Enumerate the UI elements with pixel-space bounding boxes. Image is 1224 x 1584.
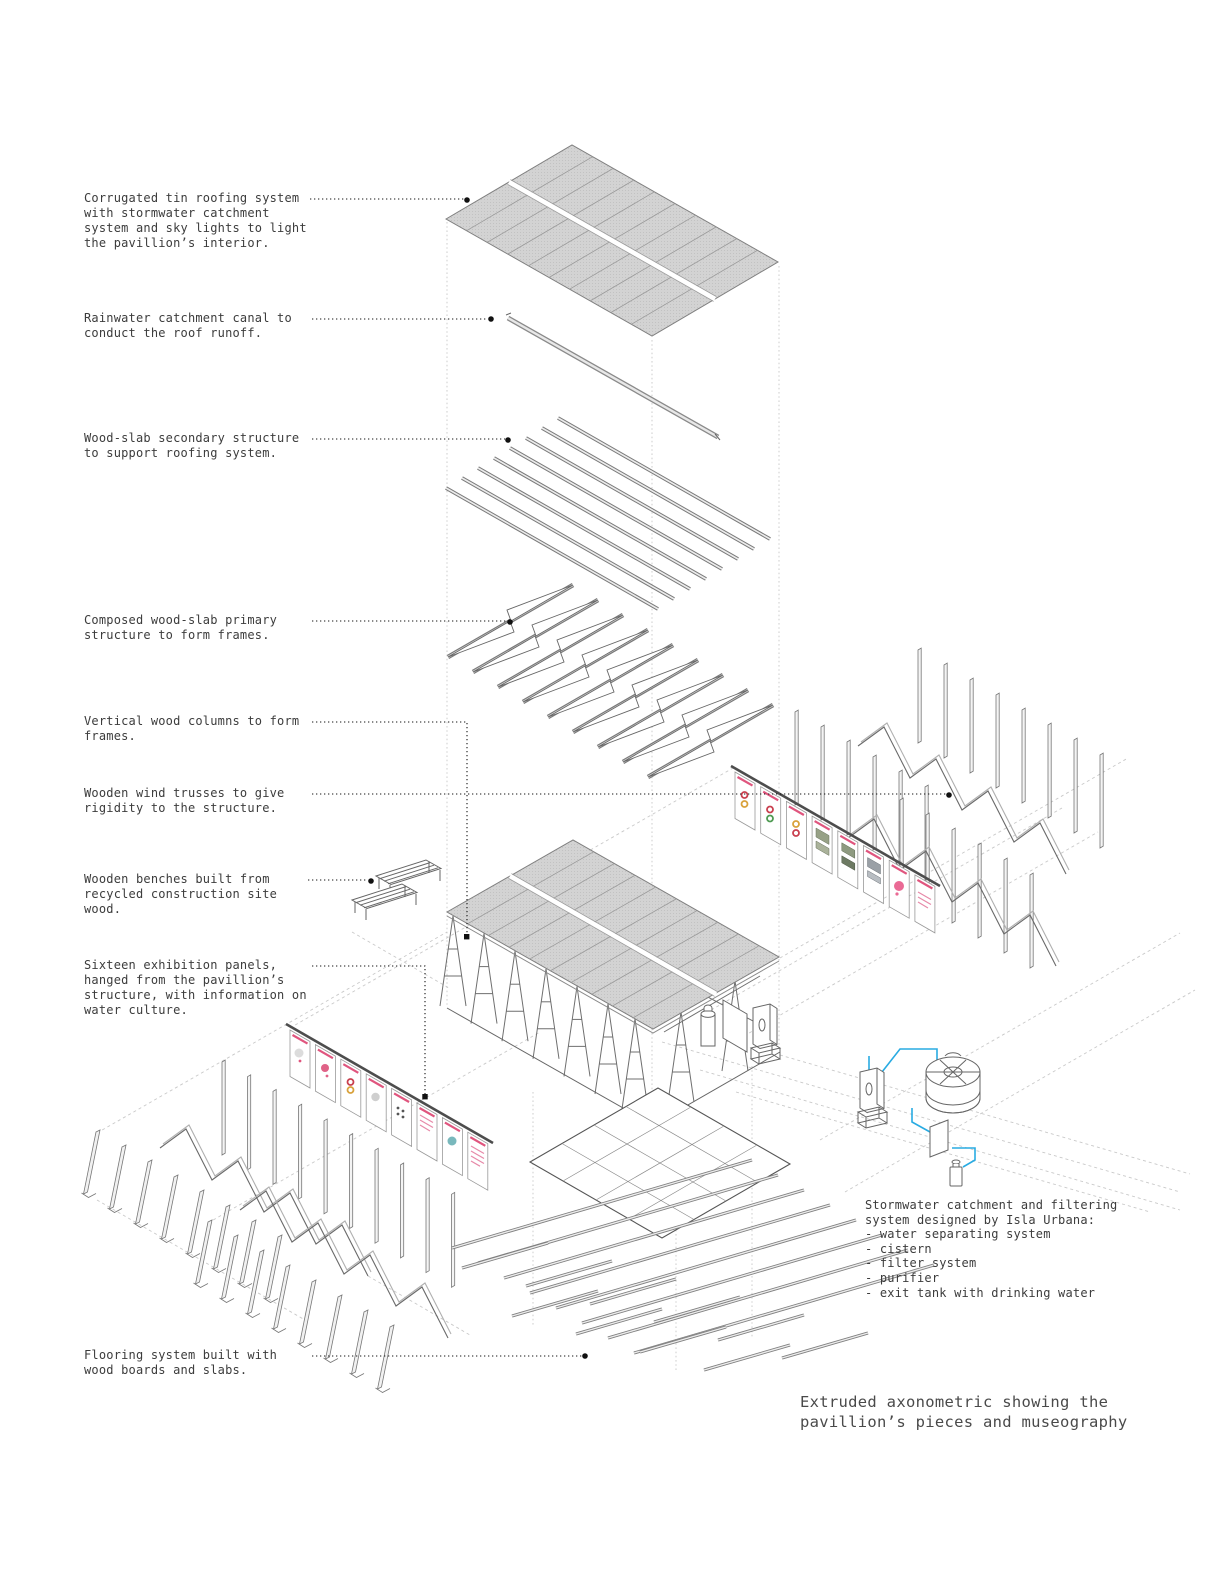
floor-short-slats xyxy=(460,1241,870,1372)
stormwater-note: Stormwater catchment and filtering syste… xyxy=(865,1198,1118,1300)
exit-tank-bottle xyxy=(949,1159,963,1187)
pipe-to-filter xyxy=(911,1108,931,1133)
water-separator xyxy=(857,1067,888,1129)
exhibition-panels-right xyxy=(730,764,941,935)
filter xyxy=(929,1119,949,1158)
vertical-guides xyxy=(446,222,780,1370)
rainwater-canal-drawing xyxy=(505,312,721,441)
label-columns: Vertical wood columns to form frames. xyxy=(84,714,300,743)
benches-drawing xyxy=(351,859,442,921)
secondary-structure-slats xyxy=(444,416,772,611)
leader-lines xyxy=(308,197,952,1359)
wind-truss-right xyxy=(847,722,1070,967)
diagram-caption: Extruded axonometric showing the pavilli… xyxy=(800,1393,1128,1431)
exhibition-panels-left xyxy=(285,1022,494,1192)
label-canal: Rainwater catchment canal to conduct the… xyxy=(84,311,292,340)
cistern xyxy=(925,1052,981,1114)
label-panels: Sixteen exhibition panels, hanged from t… xyxy=(84,958,307,1017)
primary-structure-frames xyxy=(448,585,773,777)
label-roofing: Corrugated tin roofing system with storm… xyxy=(84,191,307,250)
floor-grid-plate xyxy=(528,1087,792,1239)
pavilion-roof xyxy=(445,839,781,1034)
pavilion-interior-equipment xyxy=(700,999,781,1065)
label-flooring: Flooring system built with wood boards a… xyxy=(84,1348,278,1377)
pavilion-assembly xyxy=(439,839,781,1126)
right-columns-group xyxy=(794,647,1104,969)
corrugated-roof-drawing xyxy=(445,144,779,337)
label-secondary: Wood-slab secondary structure to support… xyxy=(84,431,300,460)
wind-truss-left xyxy=(159,1124,452,1339)
label-benches: Wooden benches built from recycled const… xyxy=(84,872,278,916)
panel-content-info xyxy=(294,1048,485,1167)
panel-content-charts xyxy=(740,791,932,909)
label-primary: Composed wood-slab primary structure to … xyxy=(84,613,278,642)
pipe-to-tank xyxy=(952,1147,976,1168)
stormwater-system-drawing xyxy=(857,1048,981,1187)
label-trusses: Wooden wind trusses to give rigidity to … xyxy=(84,786,285,815)
